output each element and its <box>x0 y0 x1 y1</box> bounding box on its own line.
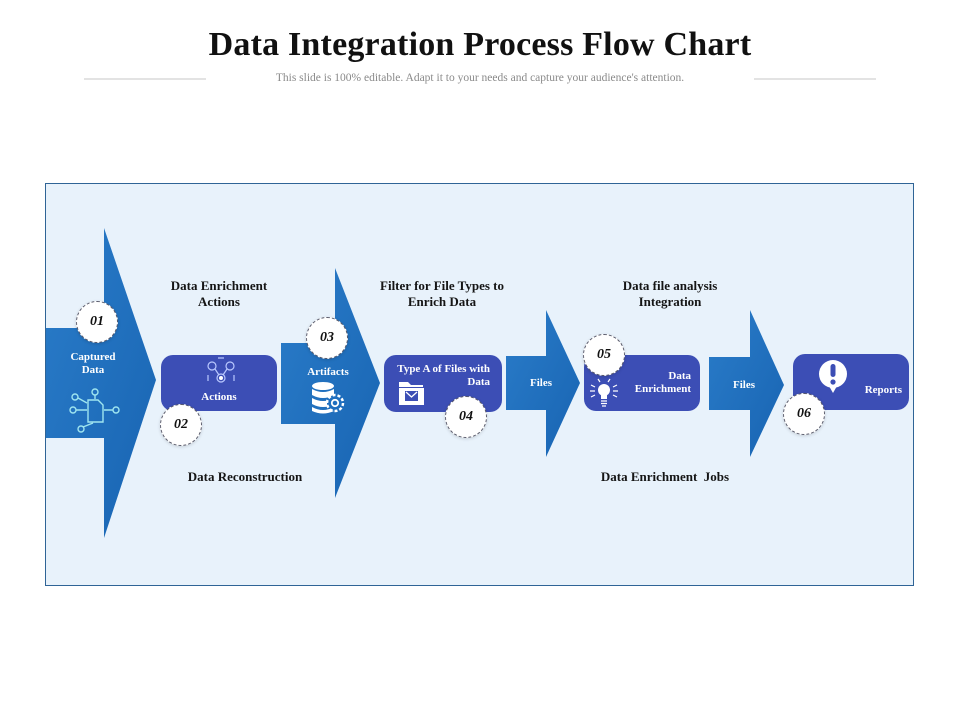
flow-arrow-1 <box>46 228 156 538</box>
annotation-bottom-2: Data Enrichment Jobs <box>600 469 730 484</box>
step-4-label: Type A of Files with Data <box>397 363 490 388</box>
page-subtitle: This slide is 100% editable. Adapt it to… <box>275 72 685 84</box>
subtitle-divider-right <box>754 78 876 80</box>
step-3-number: 03 <box>306 317 348 359</box>
people-network-icon <box>207 357 235 383</box>
subtitle-divider-left <box>84 78 206 80</box>
connector-1-label: Files <box>530 377 552 389</box>
step-2-label: Actions <box>201 391 237 403</box>
step-2-number: 02 <box>160 404 202 446</box>
step-1-number: 01 <box>76 301 118 343</box>
step-1-label: Captured Data <box>70 351 116 376</box>
step-4-number: 04 <box>445 396 487 438</box>
connector-2-label: Files <box>733 379 755 391</box>
step-5-number: 05 <box>583 334 625 376</box>
step-5-label: Data Enrichment <box>634 370 691 395</box>
network-document-icon <box>69 388 120 433</box>
alert-speech-icon <box>819 360 847 393</box>
flow-arrow-2 <box>281 268 380 498</box>
database-gear-icon <box>312 382 345 414</box>
flow-arrow-4 <box>709 310 784 457</box>
annotation-top-1: Data Enrichment Actions <box>170 278 268 309</box>
annotation-top-3: Data file analysis Integration <box>622 278 718 309</box>
step-2-box <box>161 355 277 411</box>
step-6-number: 06 <box>783 393 825 435</box>
page-title: Data Integration Process Flow Chart <box>208 26 752 63</box>
annotation-top-2: Filter for File Types to Enrich Data <box>380 278 504 309</box>
step-3-label: Artifacts <box>307 366 349 378</box>
lightbulb-icon <box>590 378 618 407</box>
step-6-label: Reports <box>864 384 902 396</box>
folder-mail-icon <box>399 382 424 405</box>
annotation-bottom-1: Data Reconstruction <box>187 469 303 484</box>
flow-arrow-3 <box>506 310 580 457</box>
